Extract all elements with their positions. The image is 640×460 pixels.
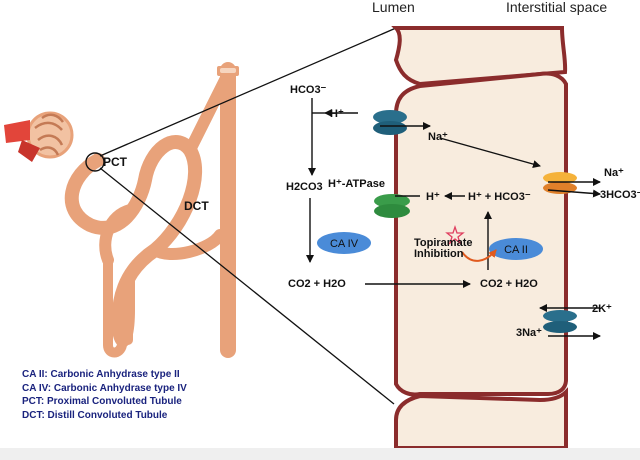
zoom-line-top bbox=[99, 27, 397, 157]
legend-item-pct: PCT: Proximal Convoluted Tubule bbox=[22, 396, 182, 407]
pct-highlight-circle bbox=[85, 152, 105, 172]
na-cell-label: Na⁺ bbox=[428, 131, 448, 143]
h-atpase-pump bbox=[374, 194, 410, 218]
svg-text:CA IV: CA IV bbox=[330, 238, 359, 250]
na3-label: 3Na⁺ bbox=[516, 327, 542, 339]
nephron-tubule bbox=[64, 62, 236, 358]
na-k-atpase bbox=[543, 310, 577, 333]
h-hco3-label: H⁺ + HCO3⁻ bbox=[468, 191, 531, 203]
bottom-strip bbox=[0, 448, 640, 460]
lumen-header: Lumen bbox=[372, 0, 415, 15]
na-h-exchanger bbox=[373, 110, 407, 135]
glomerulus bbox=[26, 111, 74, 159]
inhibition-label: Inhibition bbox=[414, 248, 464, 260]
afferent-arteriole bbox=[4, 120, 40, 162]
co2-h2o-lumen-label: CO2 + H2O bbox=[288, 278, 346, 290]
svg-text:CA II: CA II bbox=[504, 244, 528, 256]
h2co3-label: H2CO3 bbox=[286, 181, 323, 193]
topiramate-label: Topiramate bbox=[414, 237, 472, 249]
hco3-interstitial-label: 3HCO3⁻ bbox=[600, 189, 640, 201]
zoom-line-bottom bbox=[99, 167, 395, 405]
ca4-enzyme: CA IV bbox=[317, 232, 371, 254]
h-atpase-label: H⁺-ATPase bbox=[328, 178, 385, 190]
dct-label: DCT bbox=[184, 199, 209, 213]
inhibition-arrow bbox=[461, 249, 497, 262]
flow-arrows bbox=[306, 98, 601, 340]
epithelial-cells bbox=[391, 26, 568, 450]
collecting-duct-opening bbox=[220, 68, 236, 73]
pct-label: PCT bbox=[103, 155, 128, 169]
legend-item-ca2: CA II: Carbonic Anhydrase type II bbox=[22, 369, 180, 380]
interstitial-header: Interstitial space bbox=[506, 0, 607, 15]
ca2-enzyme: CA II bbox=[489, 238, 543, 260]
k-label: 2K⁺ bbox=[592, 303, 612, 315]
legend-item-dct: DCT: Distill Convoluted Tubule bbox=[22, 409, 168, 421]
hco3-lumen-label: HCO3⁻ bbox=[290, 84, 327, 96]
h-plus-cell-label: H⁺ bbox=[426, 191, 440, 203]
na-interstitial-label: Na⁺ bbox=[604, 167, 624, 179]
legend-item-ca4: CA IV: Carbonic Anhydrase type IV bbox=[22, 382, 187, 394]
inhibition-star-icon bbox=[445, 224, 465, 245]
co2-h2o-cell-label: CO2 + H2O bbox=[480, 278, 538, 290]
legend: CA II: Carbonic Anhydrase type II CA IV:… bbox=[22, 368, 187, 422]
h-plus-lumen-label: H⁺ bbox=[330, 108, 344, 120]
